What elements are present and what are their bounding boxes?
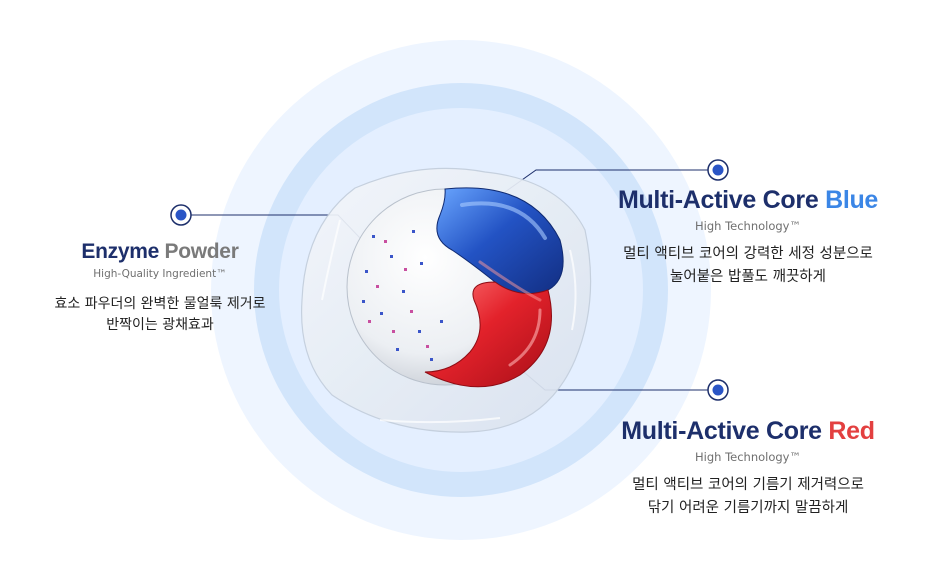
detergent-pod-icon: [300, 167, 592, 433]
title-accent: Red: [828, 417, 875, 445]
feature-core-red: Multi-Active Core Red High Technology™ 멀…: [604, 417, 892, 520]
feature-subtitle: High Technology™: [694, 219, 801, 233]
feature-title: Enzyme Powder: [48, 240, 272, 264]
feature-core-blue: Multi-Active Core Blue High Technology™ …: [604, 186, 892, 289]
description-line: 멀티 액티브 코어의 기름기 제거력으로: [632, 477, 864, 493]
title-main: Multi-Active Core: [621, 417, 829, 445]
description-line: 멀티 액티브 코어의 강력한 세정 성분으로: [623, 246, 873, 262]
description-line: 효소 파우더의 완벽한 물얼룩 제거로: [54, 296, 266, 312]
description-line: 닦기 어려운 기름기까지 말끔하게: [647, 500, 849, 516]
description-line: 반짝이는 광채효과: [106, 317, 214, 333]
title-accent: Blue: [825, 186, 879, 214]
feature-subtitle: High-Quality Ingredient™: [93, 268, 227, 280]
feature-subtitle: High Technology™: [694, 450, 801, 464]
connector-dots: [170, 159, 729, 401]
title-accent: Powder: [164, 240, 239, 263]
description-line: 눌어붙은 밥풀도 깨끗하게: [670, 269, 826, 285]
feature-description: 효소 파우더의 완벽한 물얼룩 제거로 반짝이는 광채효과: [48, 294, 272, 336]
title-main: Multi-Active Core: [617, 186, 826, 214]
title-main: Enzyme: [81, 240, 165, 263]
feature-enzyme-powder: Enzyme Powder High-Quality Ingredient™ 효…: [48, 240, 272, 336]
feature-description: 멀티 액티브 코어의 기름기 제거력으로 닦기 어려운 기름기까지 말끔하게: [604, 474, 892, 520]
feature-title: Multi-Active Core Blue: [604, 186, 892, 215]
feature-description: 멀티 액티브 코어의 강력한 세정 성분으로 눌어붙은 밥풀도 깨끗하게: [604, 243, 892, 289]
feature-title: Multi-Active Core Red: [604, 417, 892, 446]
